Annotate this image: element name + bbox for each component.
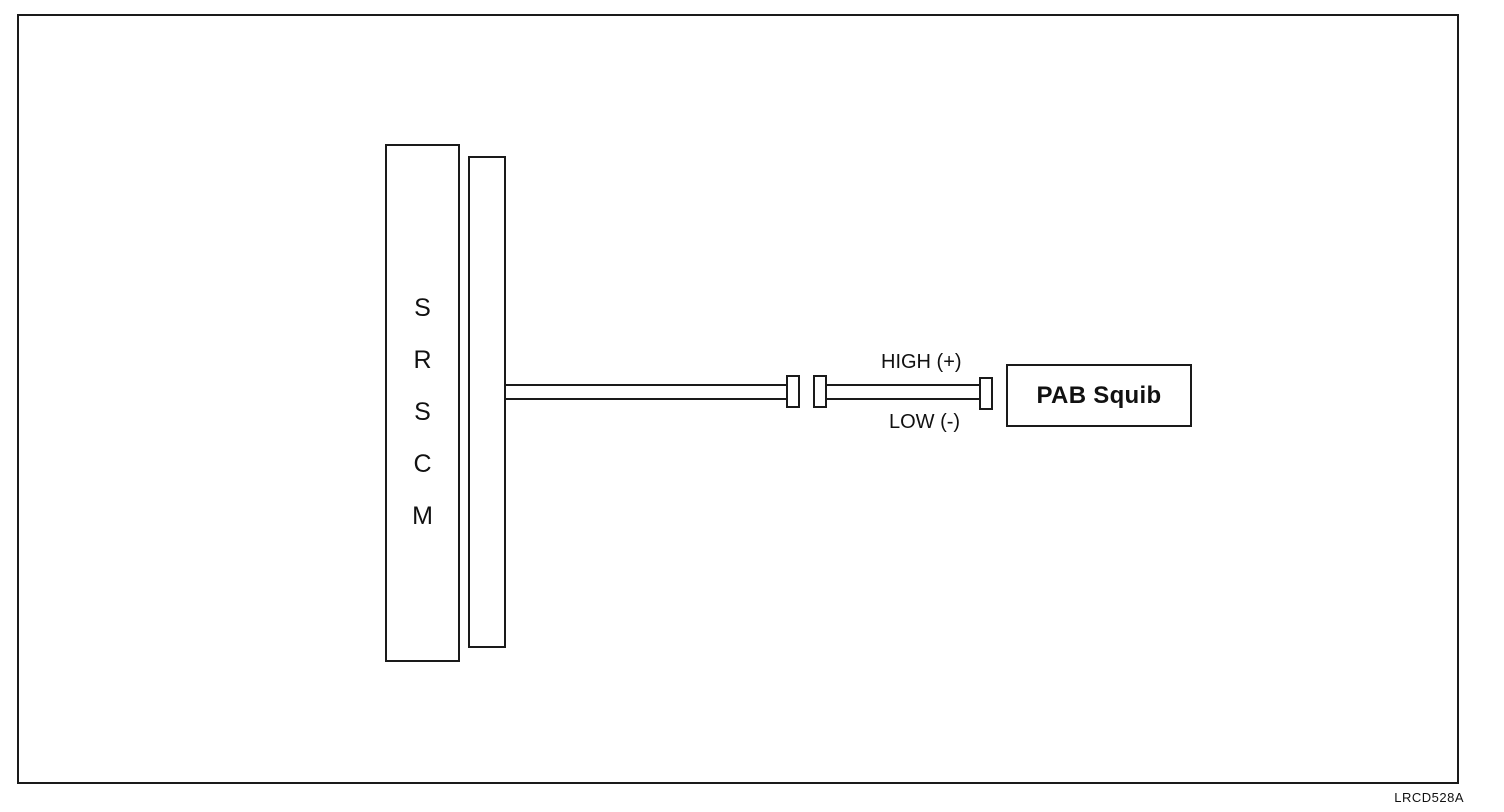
squib-connector bbox=[979, 377, 993, 410]
low-wire-segment-2 bbox=[827, 398, 980, 400]
pab-squib-label: PAB Squib bbox=[1036, 381, 1162, 409]
figure-id: LRCD528A bbox=[1394, 790, 1464, 805]
srscm-module: S R S C M bbox=[385, 144, 460, 662]
module-letter: C bbox=[413, 450, 432, 478]
low-wire-segment-1 bbox=[506, 398, 786, 400]
high-wire-segment-2 bbox=[827, 384, 980, 386]
pab-squib-box: PAB Squib bbox=[1006, 364, 1192, 427]
connector-plug-female bbox=[813, 375, 827, 408]
high-pin-label: HIGH (+) bbox=[881, 351, 962, 373]
connector-plug-male bbox=[786, 375, 800, 408]
module-letter: S bbox=[414, 398, 431, 426]
high-wire-segment-1 bbox=[506, 384, 786, 386]
module-letter: R bbox=[413, 346, 432, 374]
module-letter: S bbox=[414, 294, 431, 322]
diagram-frame bbox=[17, 14, 1459, 784]
module-letter: M bbox=[412, 502, 433, 530]
srscm-module-label: S R S C M bbox=[387, 282, 458, 542]
low-pin-label: LOW (-) bbox=[889, 411, 961, 433]
module-connector-plate bbox=[468, 156, 506, 648]
